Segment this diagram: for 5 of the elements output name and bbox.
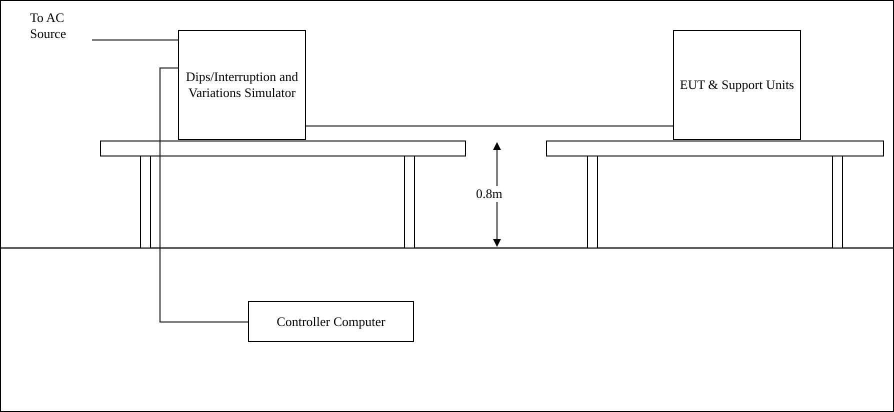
simulator-box: Dips/Interruption and Variations Simulator — [178, 30, 306, 140]
connection-line — [160, 68, 248, 322]
computer-box: Controller Computer — [248, 301, 414, 342]
equipment-box: EUT & Support Units — [673, 30, 801, 140]
dimension-label: 0.8m — [476, 186, 502, 202]
